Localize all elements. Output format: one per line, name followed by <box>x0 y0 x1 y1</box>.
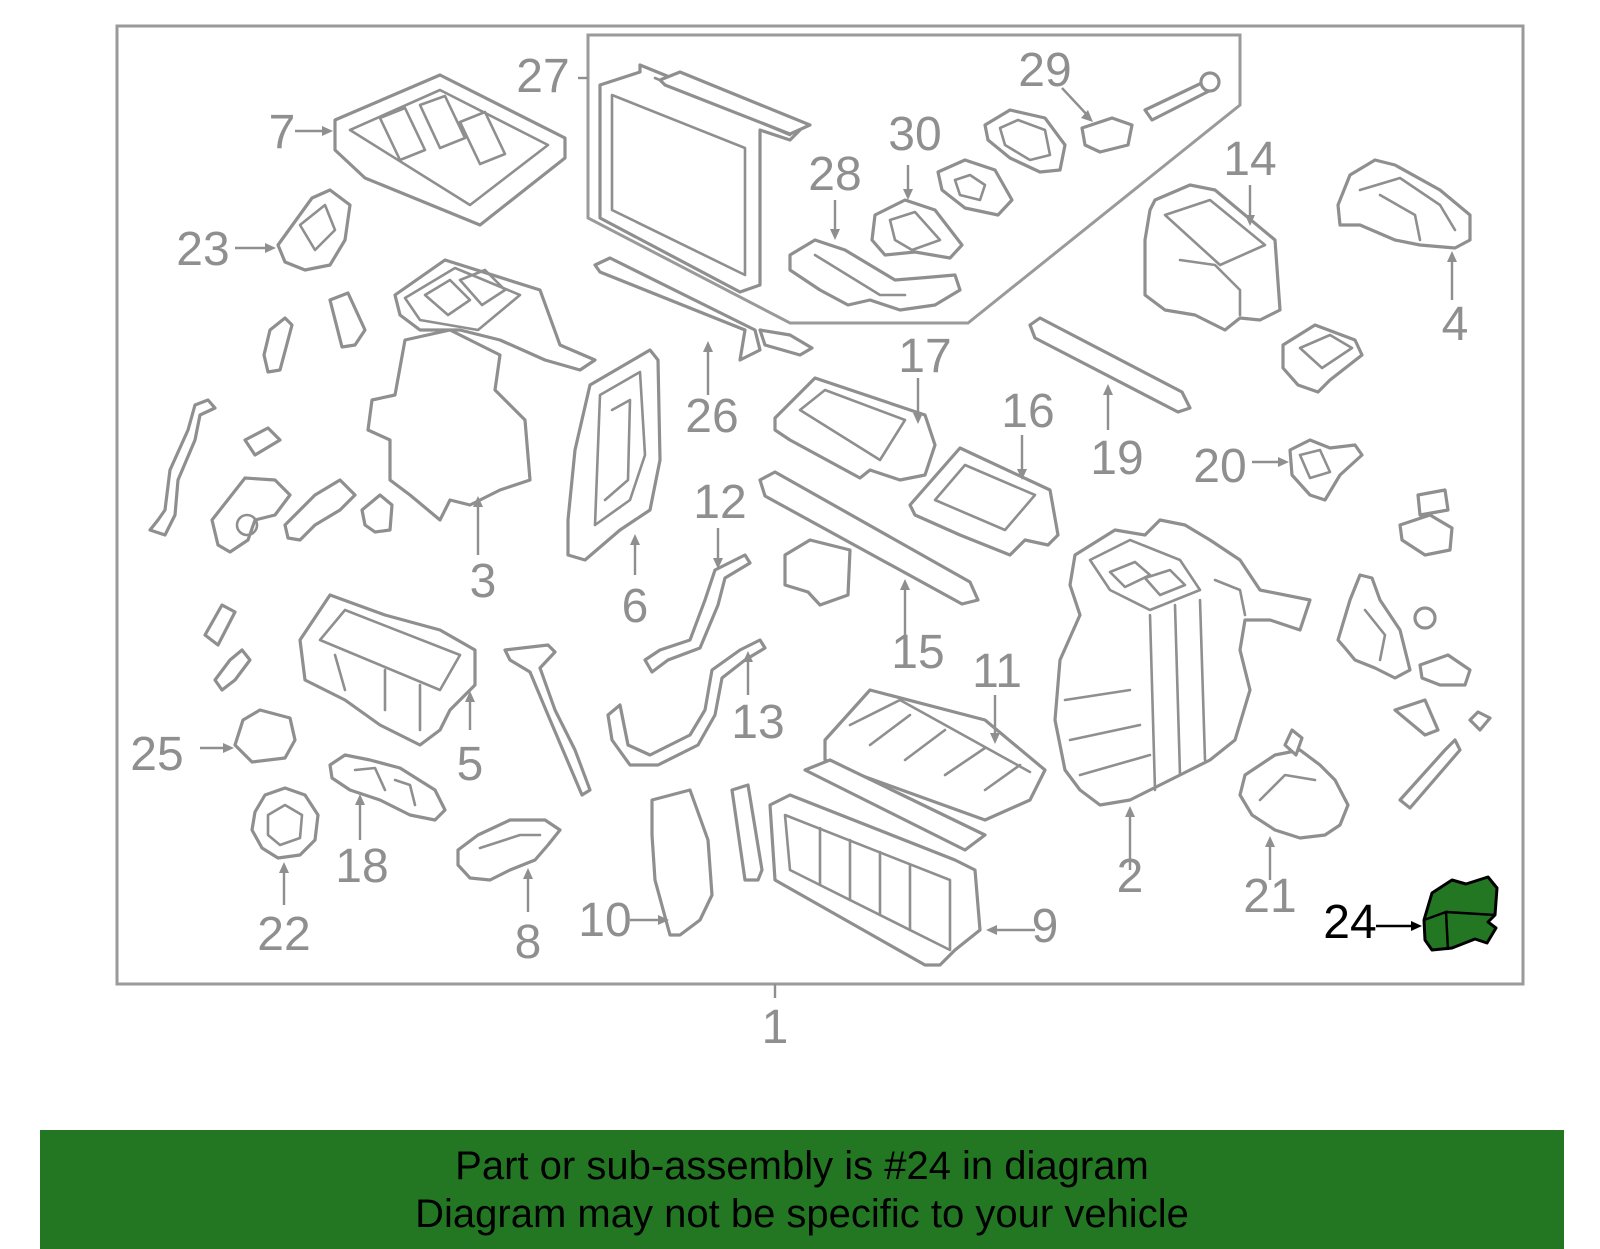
part-25[interactable] <box>200 708 297 764</box>
part-24[interactable] <box>1376 875 1499 952</box>
part-2[interactable] <box>1053 518 1312 870</box>
callout-15: 15 <box>891 626 944 679</box>
callout-5: 5 <box>457 738 484 791</box>
part-24-edge <box>1423 910 1496 951</box>
callout-25: 25 <box>130 728 183 781</box>
callout-16: 16 <box>1001 385 1054 438</box>
part-10[interactable] <box>630 783 764 937</box>
part-16[interactable] <box>908 435 1060 557</box>
callout-23: 23 <box>176 223 229 276</box>
part-11[interactable] <box>823 688 1047 822</box>
part-20[interactable] <box>1252 438 1364 502</box>
part-28[interactable] <box>788 200 962 312</box>
part-30[interactable] <box>870 108 1067 260</box>
part-3[interactable] <box>366 258 597 555</box>
part-18[interactable] <box>328 753 447 840</box>
banner-line-1: Part or sub-assembly is #24 in diagram <box>455 1143 1149 1188</box>
part-23[interactable] <box>235 188 352 272</box>
part-22[interactable] <box>250 786 320 905</box>
inset-frame <box>586 33 1242 325</box>
callout-2: 2 <box>1117 850 1144 903</box>
part-29[interactable] <box>1061 71 1221 154</box>
part-21[interactable] <box>1238 728 1350 880</box>
banner-line-2: Diagram may not be specific to your vehi… <box>415 1191 1189 1236</box>
part-9[interactable] <box>768 758 1035 967</box>
callout-14: 14 <box>1223 133 1276 186</box>
callout-12: 12 <box>693 476 746 529</box>
part-27[interactable] <box>598 63 812 294</box>
hose-center <box>503 643 592 797</box>
callout-26: 26 <box>685 390 738 443</box>
callout-13: 13 <box>731 696 784 749</box>
callout-7: 7 <box>269 106 296 159</box>
callout-20: 20 <box>1193 440 1246 493</box>
part-14[interactable] <box>1143 183 1364 394</box>
callout-18: 18 <box>335 840 388 893</box>
callout-19: 19 <box>1090 432 1143 485</box>
callout-22: 22 <box>257 908 310 961</box>
callout-10: 10 <box>578 894 631 947</box>
callout-8: 8 <box>515 916 542 969</box>
callout-21: 21 <box>1243 870 1296 923</box>
part-17[interactable] <box>773 376 937 482</box>
callout-24: 24 <box>1323 896 1376 949</box>
callout-28: 28 <box>808 148 861 201</box>
callout-4: 4 <box>1442 298 1469 351</box>
diagram-frame <box>115 24 1525 986</box>
part-6[interactable] <box>566 348 662 575</box>
part-8[interactable] <box>456 818 562 912</box>
callout-9: 9 <box>1032 900 1059 953</box>
part-13[interactable] <box>606 638 767 767</box>
part-7[interactable] <box>295 73 567 227</box>
callout-6: 6 <box>622 580 649 633</box>
callout-labels: 1 2 3 4 5 6 7 8 9 10 11 12 13 14 15 16 1… <box>130 44 1468 1054</box>
callout-1: 1 <box>762 1001 789 1054</box>
callout-30: 30 <box>888 108 941 161</box>
callout-27: 27 <box>516 50 569 103</box>
callout-29: 29 <box>1018 44 1071 97</box>
part-12[interactable] <box>643 528 752 674</box>
misc-parts-left <box>148 291 394 692</box>
part-26[interactable] <box>593 256 814 395</box>
callout-17: 17 <box>898 330 951 383</box>
callout-11: 11 <box>972 645 1022 698</box>
part-5[interactable] <box>298 593 477 747</box>
misc-parts-right <box>1336 488 1492 810</box>
part-4[interactable] <box>1336 158 1472 300</box>
part-19[interactable] <box>1028 316 1192 430</box>
callout-3: 3 <box>470 555 497 608</box>
part-15[interactable] <box>758 470 980 635</box>
info-banner: Part or sub-assembly is #24 in diagram D… <box>40 1130 1564 1249</box>
